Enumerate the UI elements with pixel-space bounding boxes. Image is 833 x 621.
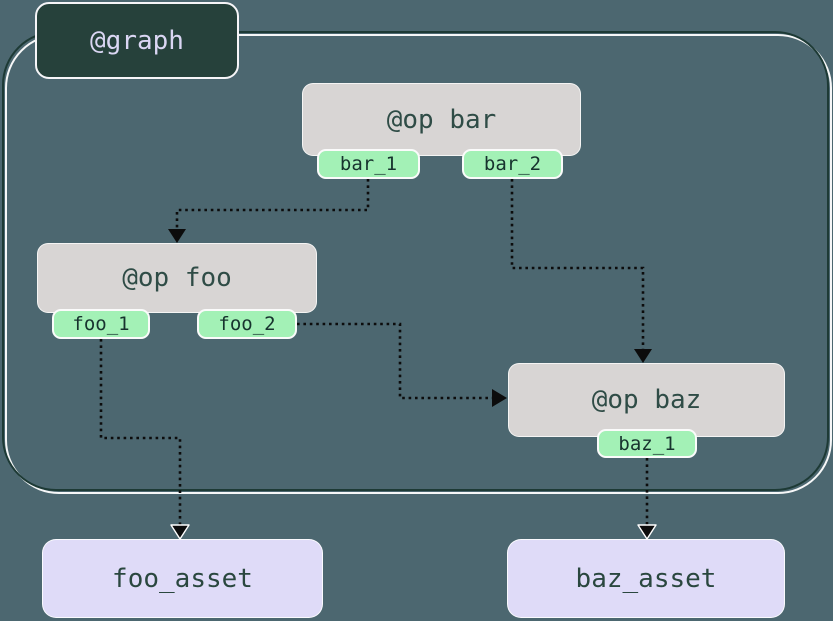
op-baz-node: @op baz: [508, 363, 785, 437]
output-pill-foo-2: foo_2: [197, 309, 297, 339]
op-baz-label: @op baz: [591, 385, 702, 415]
output-pill-foo-1: foo_1: [52, 309, 150, 339]
graph-label: @graph: [35, 2, 239, 79]
output-pill-foo-1-label: foo_1: [72, 313, 130, 335]
output-pill-bar-1: bar_1: [317, 149, 420, 179]
op-foo-label: @op foo: [122, 263, 232, 293]
output-pill-bar-2: bar_2: [462, 149, 563, 179]
op-bar-label: @op bar: [386, 104, 497, 135]
output-pill-bar-1-label: bar_1: [339, 153, 398, 175]
arrowhead-foo1-to-foo-asset: [170, 524, 190, 540]
arrowhead-baz1-to-baz-asset: [637, 524, 657, 540]
baz-asset-node: baz_asset: [507, 539, 785, 618]
baz-asset-label: baz_asset: [575, 563, 717, 594]
output-pill-baz-1: baz_1: [597, 429, 697, 458]
op-foo-node: @op foo: [37, 243, 317, 313]
graph-label-text: @graph: [90, 25, 184, 56]
foo-asset-node: foo_asset: [42, 539, 323, 618]
op-bar-node: @op bar: [302, 83, 581, 156]
graph-boundary: [2, 31, 829, 491]
output-pill-baz-1-label: baz_1: [618, 432, 676, 455]
output-pill-foo-2-label: foo_2: [218, 313, 276, 335]
foo-asset-label: foo_asset: [112, 563, 253, 594]
graph-boundary-highlight: [5, 34, 832, 494]
output-pill-bar-2-label: bar_2: [483, 153, 542, 175]
